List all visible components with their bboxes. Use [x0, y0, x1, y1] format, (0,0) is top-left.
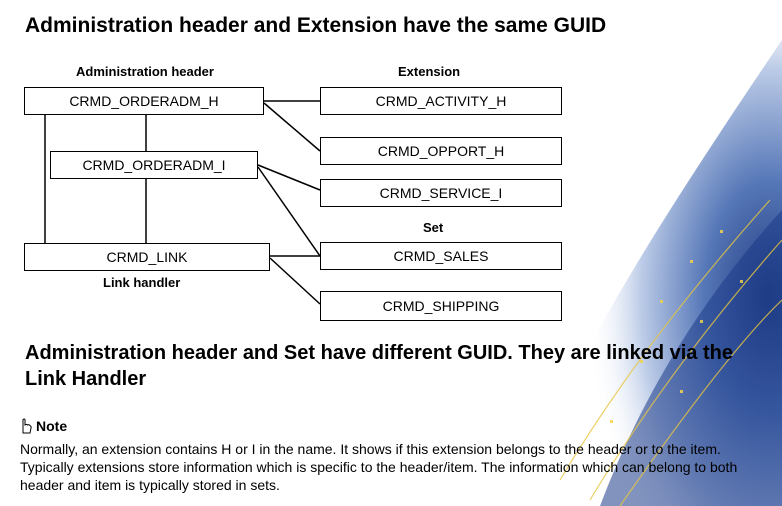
note-heading: Note: [20, 418, 67, 434]
connector-header-to-opport: [263, 102, 321, 152]
set-label: Set: [423, 220, 444, 235]
extension-label: Extension: [398, 64, 461, 79]
box-crmd-activity-h: CRMD_ACTIVITY_H: [320, 87, 562, 115]
connector-link-to-shipping: [269, 257, 321, 305]
box-crmd-orderadm-i: CRMD_ORDERADM_I: [50, 151, 258, 179]
box-crmd-opport-h: CRMD_OPPORT_H: [320, 137, 562, 165]
box-crmd-sales: CRMD_SALES: [320, 242, 562, 270]
note-body: Normally, an extension contains H or I i…: [20, 441, 738, 493]
link-handler-label: Link handler: [103, 275, 181, 290]
box-crmd-shipping: CRMD_SHIPPING: [320, 291, 562, 321]
diagram-title: Administration header and Extension have…: [25, 14, 607, 37]
connector-item-to-service: [257, 164, 321, 191]
diagram-subtitle: Administration header and Set have diffe…: [25, 342, 733, 390]
box-crmd-orderadm-h: CRMD_ORDERADM_H: [24, 87, 264, 115]
box-crmd-link: CRMD_LINK: [24, 243, 270, 271]
box-crmd-service-i: CRMD_SERVICE_I: [320, 179, 562, 207]
note-heading-text: Note: [36, 418, 68, 434]
admin-header-label: Administration header: [76, 64, 214, 79]
pointing-hand-icon: [22, 418, 32, 434]
connector-item-to-sales: [257, 166, 321, 257]
